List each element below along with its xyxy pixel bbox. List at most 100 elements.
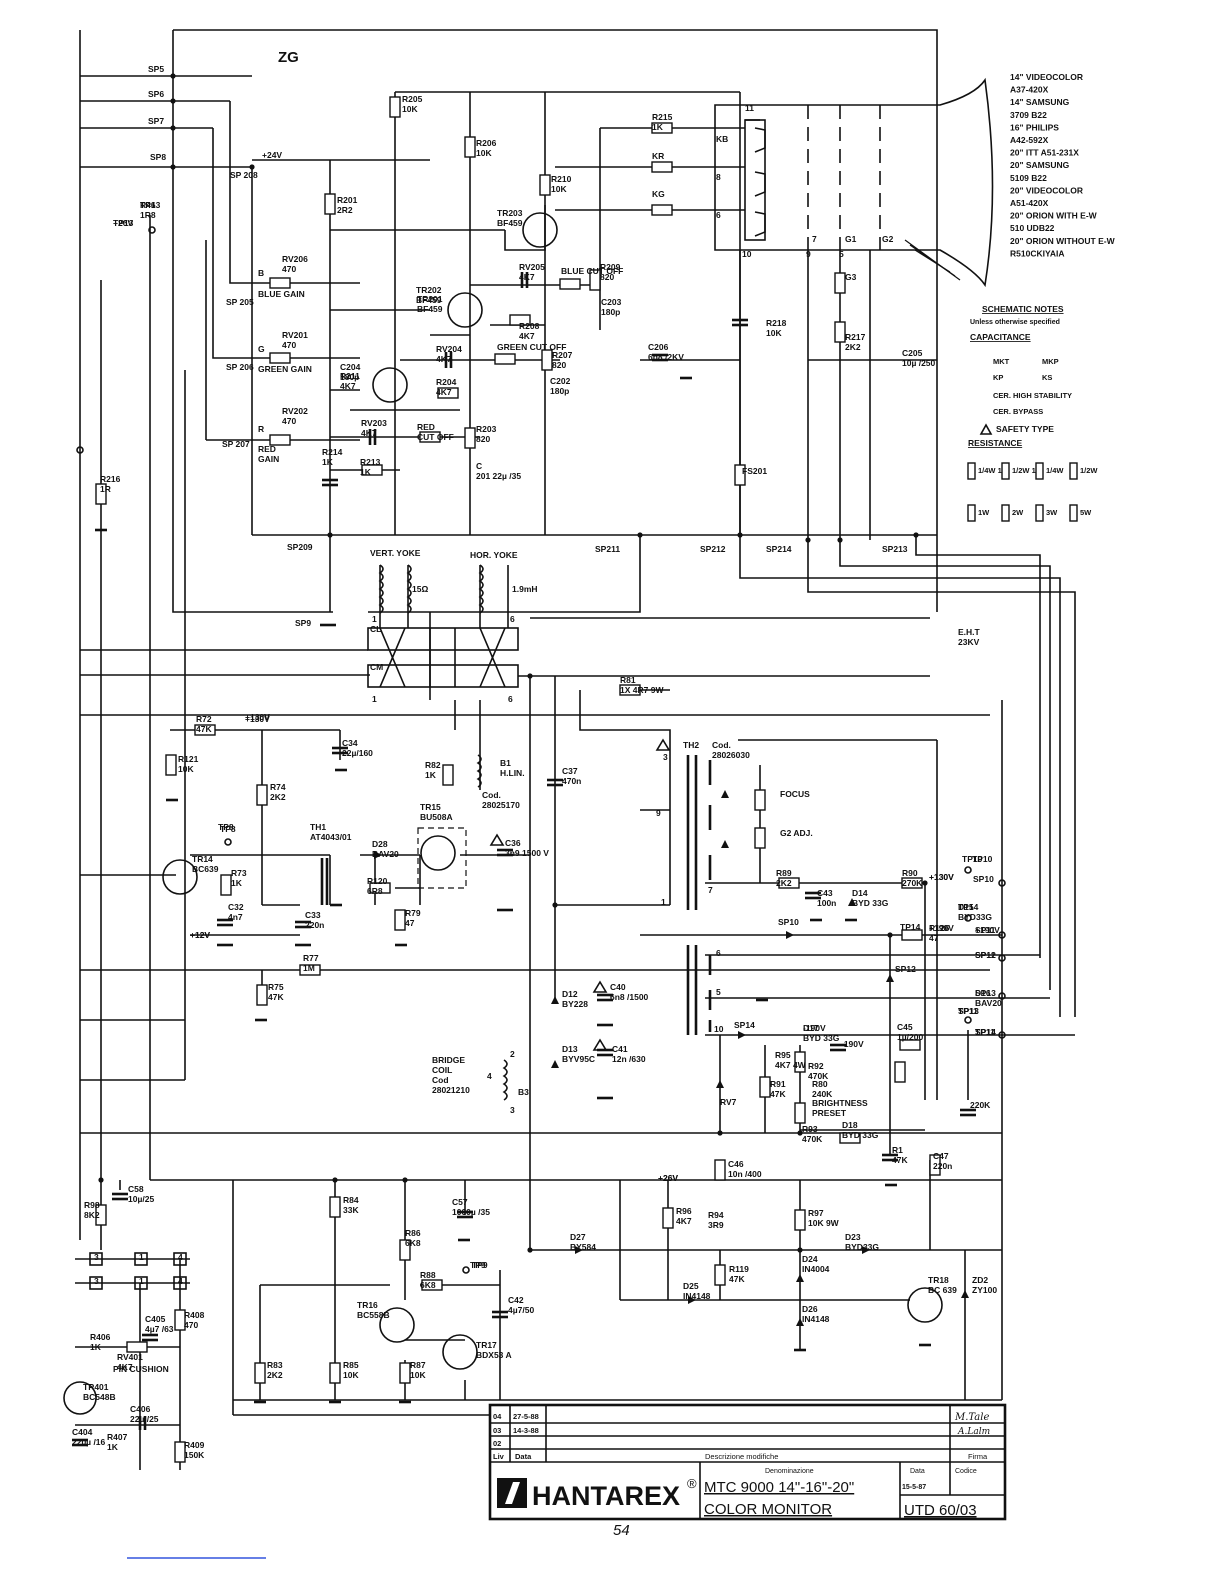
deflection-label: TP10 <box>972 854 993 864</box>
deflection-label: CM <box>370 662 383 672</box>
connector-boxes <box>63 1252 187 1415</box>
signature-2: A.Lalm <box>957 1427 990 1437</box>
supply-label: +130V <box>245 712 270 722</box>
col-descrizione: Descrizione modifiche <box>705 1452 778 1461</box>
deflection-label: 10 <box>714 1024 724 1034</box>
crt-note-line: 20" ITT A51-231X <box>1010 148 1079 158</box>
denominazione-label: Denominazione <box>765 1468 814 1475</box>
crt-note-line: A42-592X <box>1010 135 1049 145</box>
power-stage-label: 3 <box>94 1252 99 1262</box>
pot-pin: G <box>258 344 265 354</box>
connector-label: SP6 <box>148 89 164 99</box>
cap-type-label: CER. BYPASS <box>993 407 1043 416</box>
deflection-label: TP14 <box>900 922 921 932</box>
product-name: COLOR MONITOR <box>704 1501 832 1518</box>
crt-note-line: 14" VIDEOCOLOR <box>1010 72 1083 82</box>
col-firma: Firma <box>968 1452 988 1461</box>
col-data: Data <box>515 1452 532 1461</box>
pot-label: BLUE CUT OFF <box>561 266 623 276</box>
res-type-label: 3W <box>1046 508 1058 517</box>
crt-note-line: 20" ORION WITHOUT E-W <box>1010 236 1116 246</box>
deflection-label: 220K <box>970 1100 991 1110</box>
pin-label: 5 <box>839 249 844 259</box>
cap-type-label: CER. HIGH STABILITY <box>993 391 1072 400</box>
company-name: HANTAREX <box>532 1481 680 1511</box>
crt-note-line: R510CKIYAIA <box>1010 248 1065 258</box>
capacitors <box>72 272 976 1447</box>
cathode-label: KB <box>716 134 728 144</box>
diodes <box>374 790 969 1326</box>
deflection-label: SP12 <box>895 964 916 974</box>
res-type-label: 1W <box>978 508 990 517</box>
supply-label: +130V <box>929 872 954 882</box>
crt-note-line: 5109 B22 <box>1010 173 1047 183</box>
warning-icons <box>489 738 671 1051</box>
rev-data-03: 14-3-88 <box>513 1426 539 1435</box>
deflection-label: 1.9mH <box>512 584 538 594</box>
deflection-label: 1 <box>372 694 377 704</box>
model-name: MTC 9000 14"-16"-20" <box>704 1479 854 1496</box>
cap-type-label: MKP <box>1042 357 1059 366</box>
deflection-label: VERT. YOKE <box>370 548 421 558</box>
connector-label: SP209 <box>287 542 313 552</box>
cathode-label: KG <box>652 189 665 199</box>
power-stage-label: 4 <box>178 1252 183 1262</box>
res-type-label: 2W <box>1012 508 1024 517</box>
deflection-label: TP11 <box>975 1027 995 1037</box>
page-number: 54 <box>613 1522 630 1539</box>
resistor-bodies <box>95 96 941 1463</box>
transistor-tr201 <box>372 367 408 403</box>
cap-type-label: MKT <box>993 357 1010 366</box>
pin-label: 10 <box>742 249 752 259</box>
deflection-label: SP14 <box>734 1020 755 1030</box>
deflection-label: 1 <box>661 897 666 907</box>
cap-type-label: KP <box>993 373 1003 382</box>
res-type-label: 1/4W <box>1046 466 1064 475</box>
crt-tube <box>714 77 994 288</box>
deflection-label: Cod.28026030 <box>712 740 750 760</box>
crt-note-line: 16" PHILIPS <box>1010 122 1059 132</box>
deflection-label: RV7 <box>720 1097 737 1107</box>
supply-label: +26V <box>113 218 133 228</box>
resistor-type-symbol <box>1035 462 1044 480</box>
resistor-type-symbol <box>1069 462 1078 480</box>
sp-label: SP 205 <box>226 297 254 307</box>
rev-data-04: 27-5-88 <box>513 1412 539 1421</box>
test-point-label: TP11 <box>958 1006 978 1016</box>
crt-note-line: 20" ORION WITH E-W <box>1010 211 1098 221</box>
connector-label: SP14 <box>975 1027 996 1037</box>
